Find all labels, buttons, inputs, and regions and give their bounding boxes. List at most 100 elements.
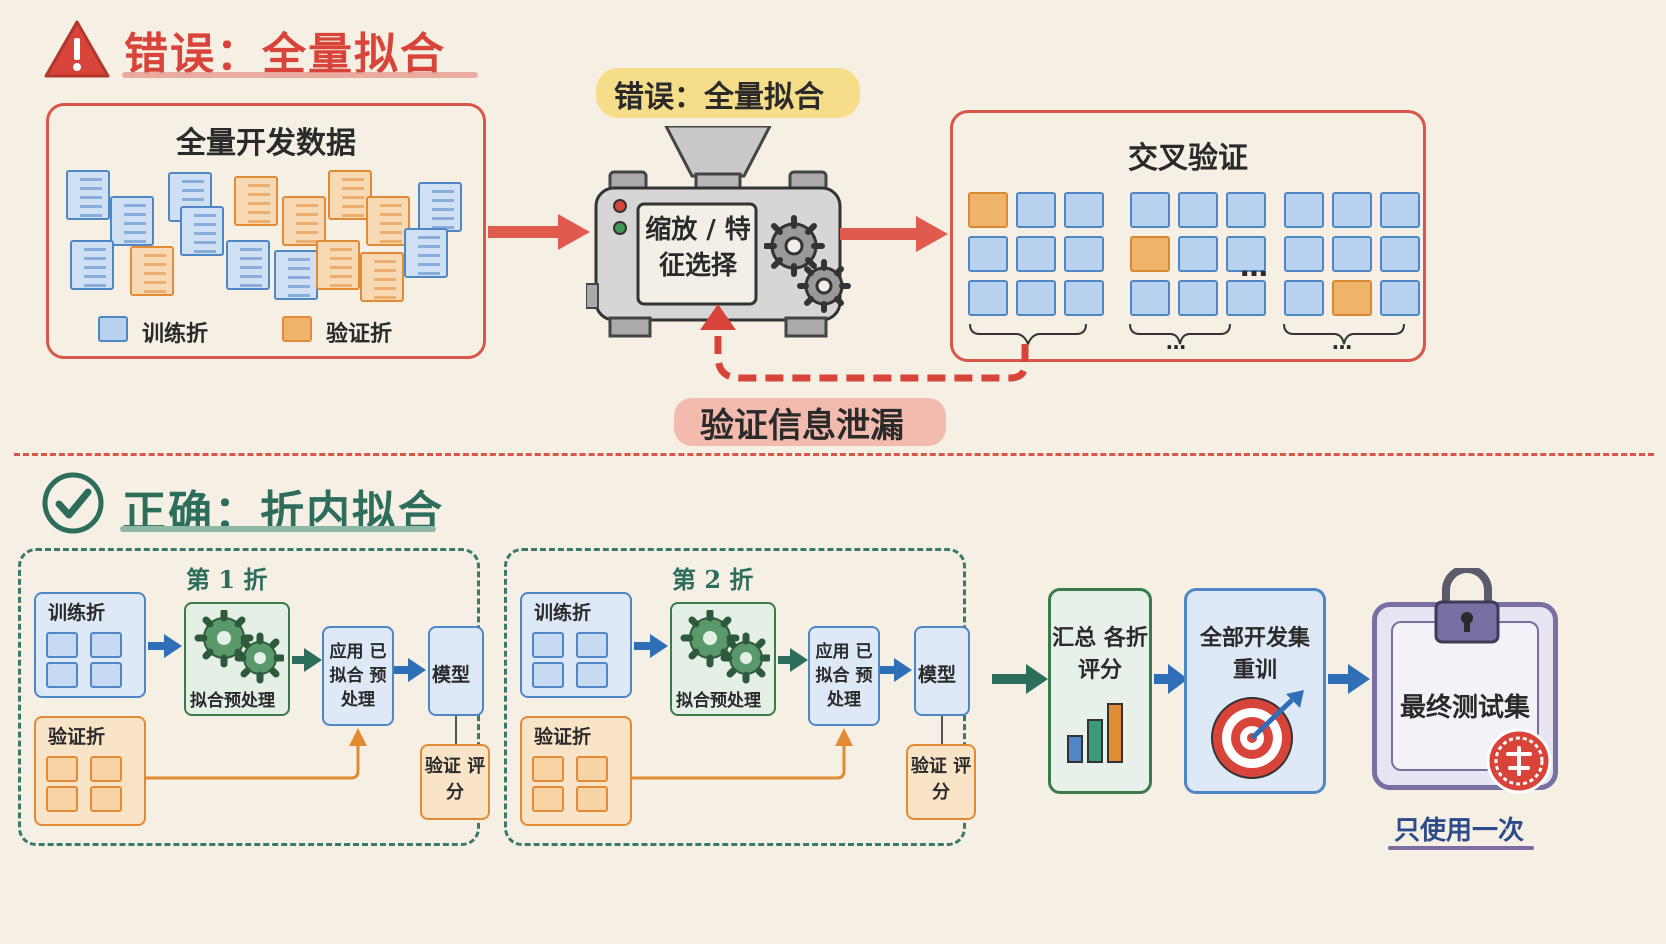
cv-train-cell: [1178, 236, 1218, 272]
bar-chart-icon: [1066, 700, 1130, 770]
val-doc: [576, 786, 608, 812]
train-fold-doc: [180, 206, 224, 256]
brace-dots-2: …: [1166, 330, 1186, 354]
fit-preprocess-label: 拟合预处理: [190, 691, 275, 711]
val-fold-doc: [360, 252, 404, 302]
legend-train-label: 训练折: [142, 322, 209, 347]
cv-val-cell: [1332, 280, 1372, 316]
arrow-val-to-apply: [632, 726, 862, 790]
train-doc: [46, 662, 78, 688]
check-icon: [40, 470, 106, 540]
target-icon: [1208, 686, 1308, 786]
aggregate-label: 汇总 各折评分: [1052, 626, 1148, 683]
wrong-banner-highlight: [596, 68, 860, 118]
cross-validation-box: 交叉验证: [950, 110, 1426, 362]
gear-icon: [680, 608, 772, 688]
arrow-aggregate-to-retrain: [1154, 664, 1190, 698]
val-fold-doc: [282, 196, 326, 246]
cv-train-cell: [1380, 236, 1420, 272]
fold-title: 第 2 折: [672, 565, 754, 594]
train-doc: [90, 662, 122, 688]
val-fold-label: 验证折: [534, 726, 592, 748]
arrow-apply-to-model: [394, 658, 426, 686]
machine-label: 缩放 / 特征选择: [645, 215, 751, 281]
train-doc: [576, 662, 608, 688]
arrow-fold-to-aggregate: [992, 664, 1050, 698]
right-heading-underline: [120, 526, 436, 532]
arrow-data-to-machine: [488, 212, 592, 256]
train-fold-doc: [226, 240, 270, 290]
val-doc: [576, 756, 608, 782]
val-fold-doc: [130, 246, 174, 296]
val-score-box: [906, 744, 976, 820]
full-data-title: 全量开发数据: [176, 126, 356, 161]
cv-train-cell: [968, 236, 1008, 272]
model-label: 模型: [432, 664, 471, 686]
cv-train-cell: [1284, 236, 1324, 272]
retrain-label: 全部开发集 重训: [1199, 626, 1310, 683]
cv-train-cell: [968, 280, 1008, 316]
stamp-icon: [1484, 726, 1554, 800]
arrow-apply-to-model: [880, 658, 912, 686]
wrong-heading-underline: [122, 72, 478, 78]
cv-train-cell: [1016, 236, 1056, 272]
legend-val-label: 验证折: [326, 322, 393, 347]
cv-train-cell: [1016, 192, 1056, 228]
wrong-banner: 错误：全量拟合: [614, 80, 824, 115]
arrow-train-to-fit: [148, 634, 182, 662]
train-doc: [532, 632, 564, 658]
full-data-box: 全量开发数据: [46, 103, 486, 359]
apply-preprocess-label: 应用 已拟合 预处理: [815, 642, 873, 710]
cv-train-cell: [1284, 280, 1324, 316]
cv-train-cell: [1226, 236, 1266, 272]
use-once-underline: [1388, 846, 1534, 850]
train-fold-label: 训练折: [534, 602, 592, 624]
cv-train-cell: [1380, 280, 1420, 316]
val-doc: [46, 786, 78, 812]
cv-train-cell: [1332, 236, 1372, 272]
model-box: [914, 626, 970, 716]
train-fold-doc: [66, 170, 110, 220]
arrow-fit-to-apply: [778, 648, 808, 676]
model-box: [428, 626, 484, 716]
cv-title: 交叉验证: [1128, 141, 1248, 176]
model-to-score-line: [455, 716, 457, 744]
val-fold-doc: [366, 196, 410, 246]
use-once-label: 只使用一次: [1394, 816, 1525, 846]
val-score-box: [420, 744, 490, 820]
cv-train-cell: [1064, 192, 1104, 228]
val-fold-doc: [234, 176, 278, 226]
gear-icon: [763, 214, 854, 318]
cv-train-cell: [1226, 280, 1266, 316]
cv-train-cell: [1130, 280, 1170, 316]
cv-train-cell: [1016, 280, 1056, 316]
legend-train-swatch: [98, 316, 128, 342]
val-doc: [532, 786, 564, 812]
cv-train-cell: [1284, 192, 1324, 228]
preprocessing-machine: [585, 124, 850, 350]
cv-train-cell: [1178, 192, 1218, 228]
val-doc: [90, 786, 122, 812]
val-fold-label: 验证折: [48, 726, 106, 748]
final-test-label: 最终测试集: [1399, 693, 1530, 723]
section-divider: [14, 453, 1654, 456]
val-doc: [46, 756, 78, 782]
arrow-train-to-fit: [634, 634, 668, 662]
arrow-retrain-to-test: [1328, 664, 1372, 698]
train-fold-label: 训练折: [48, 602, 106, 624]
brace-dots-3: …: [1332, 330, 1352, 354]
train-doc: [46, 632, 78, 658]
warning-icon: [42, 18, 112, 84]
fit-preprocess-label: 拟合预处理: [676, 691, 761, 711]
val-doc: [90, 756, 122, 782]
arrow-machine-to-cv: [840, 214, 950, 258]
cv-val-cell: [968, 192, 1008, 228]
train-doc: [90, 632, 122, 658]
cv-train-cell: [1332, 192, 1372, 228]
apply-preprocess-label: 应用 已拟合 预处理: [329, 642, 387, 710]
val-doc: [532, 756, 564, 782]
lock-icon: [1430, 565, 1504, 648]
cv-train-cell: [1064, 280, 1104, 316]
val-score-label: 验证 评分: [424, 756, 486, 803]
train-fold-doc: [404, 228, 448, 278]
